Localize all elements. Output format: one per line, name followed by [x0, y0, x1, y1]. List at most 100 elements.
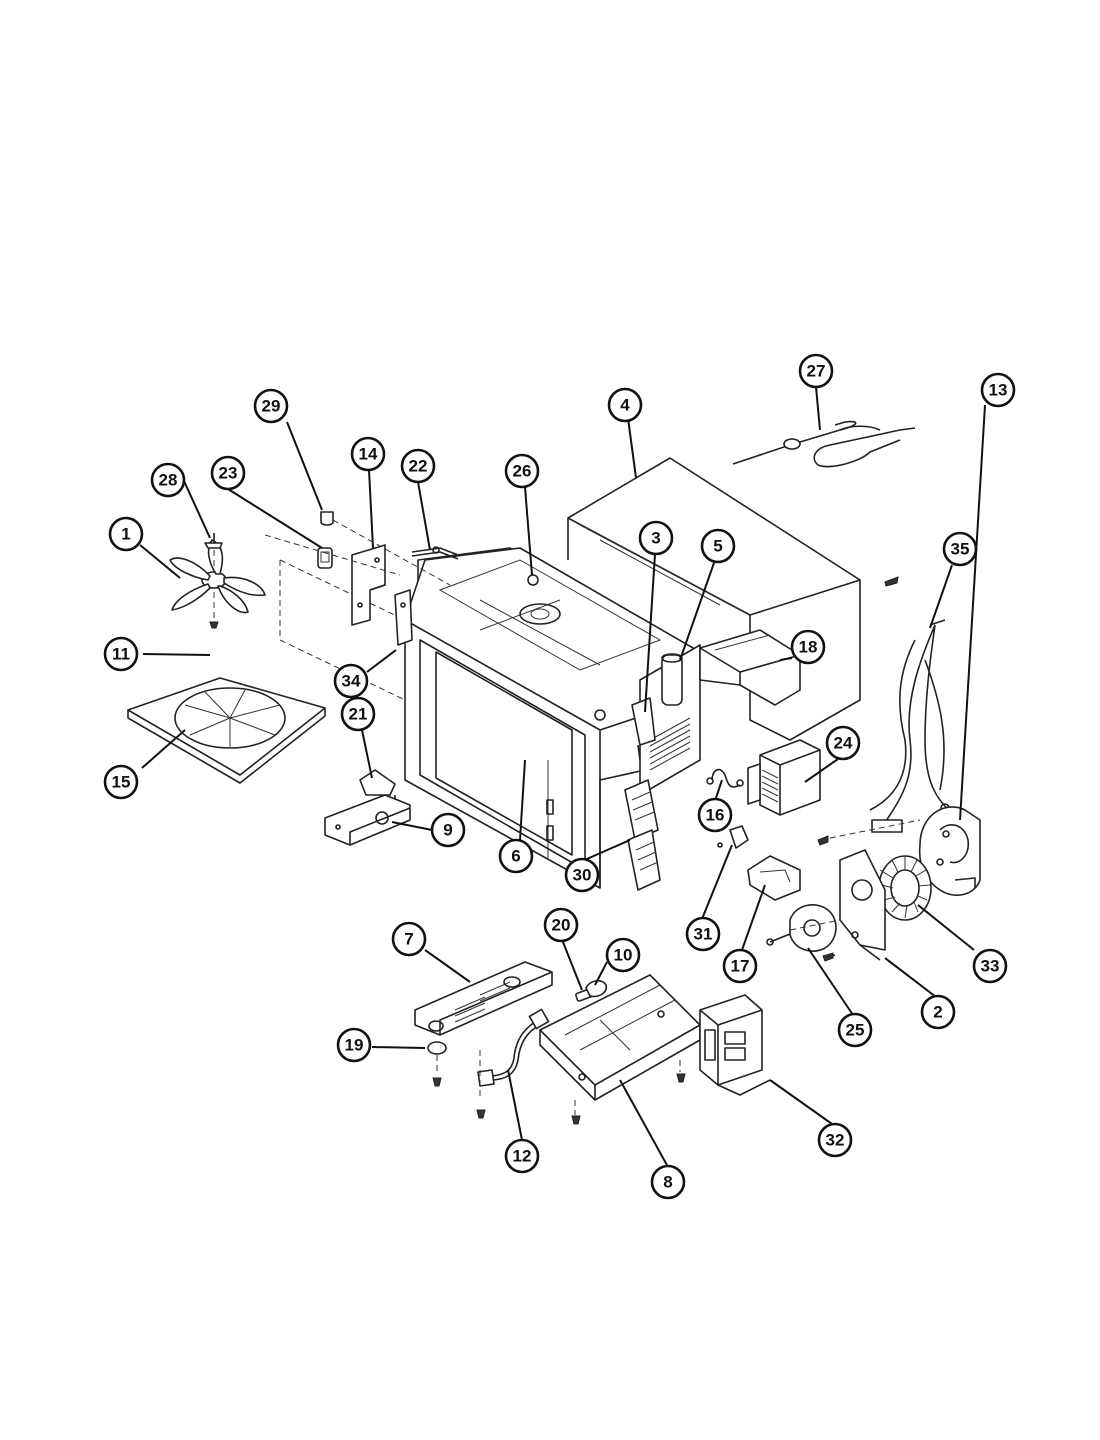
base-plate-left-drawing: [414, 961, 553, 1036]
hinge-bracket-drawing: [351, 544, 386, 626]
callout-10-label: 10: [614, 946, 633, 965]
callout-22-label: 22: [409, 457, 428, 476]
callout-15-label: 15: [112, 773, 131, 792]
callout-12-circle: [504, 1138, 540, 1174]
callout-24-label: 24: [834, 734, 853, 753]
interlock-switch-drawing: [631, 697, 656, 761]
callout-4-label: 4: [620, 396, 630, 415]
transformer-drawing: [699, 994, 771, 1096]
callout-19: 19: [336, 1027, 372, 1063]
callout-9-circle: [430, 812, 466, 848]
callout-3-label: 3: [651, 529, 660, 548]
bracket-small-drawing: [747, 855, 801, 901]
callout-33-label: 33: [981, 957, 1000, 976]
callout-10-circle: [605, 937, 641, 973]
hinge-drawing: [394, 589, 413, 646]
foot-drawing: [427, 1041, 447, 1087]
callout-5: 5: [700, 528, 736, 564]
callout-26-label: 26: [513, 462, 532, 481]
callout-20-circle: [543, 907, 579, 943]
callout-27-circle: [798, 353, 834, 389]
callout-25: 25: [837, 1012, 873, 1048]
callout-6-circle: [498, 838, 534, 874]
callout-6: 6: [498, 838, 534, 874]
oven-cavity-frame-drawing: [279, 547, 701, 889]
callout-7: 7: [391, 921, 427, 957]
callout-9: 9: [430, 812, 466, 848]
callout-34-label: 34: [342, 672, 361, 691]
callout-1-circle: [108, 516, 144, 552]
lamp-socket-drawing: [317, 547, 333, 569]
callout-33-circle: [972, 948, 1008, 984]
callout-18-label: 18: [799, 638, 818, 657]
callout-25-circle: [837, 1012, 873, 1048]
callout-32: 32: [817, 1122, 853, 1158]
callout-8: 8: [650, 1164, 686, 1200]
callout-28: 28: [150, 462, 186, 498]
capacitor-drawing: [661, 653, 683, 706]
callout-32-label: 32: [826, 1131, 845, 1150]
callout-28-label: 28: [159, 471, 178, 490]
callout-33: 33: [972, 948, 1008, 984]
callout-32-circle: [817, 1122, 853, 1158]
callout-23-label: 23: [219, 464, 238, 483]
diode-lead-drawing: [706, 768, 744, 788]
motor-bracket-drawing: [839, 849, 886, 961]
callout-7-circle: [391, 921, 427, 957]
power-cord-drawing: [476, 1008, 550, 1119]
callout-21: 21: [340, 696, 376, 732]
callout-20: 20: [543, 907, 579, 943]
callout-17-label: 17: [731, 957, 750, 976]
callout-30-circle: [564, 857, 600, 893]
screws: [817, 576, 899, 962]
callout-24-circle: [825, 725, 861, 761]
callout-13-label: 13: [989, 381, 1008, 400]
callout-22-circle: [400, 448, 436, 484]
callout-30-label: 30: [573, 866, 592, 885]
callout-17: 17: [722, 948, 758, 984]
callout-31-label: 31: [694, 925, 713, 944]
callout-4-circle: [607, 387, 643, 423]
callout-1-label: 1: [121, 525, 130, 544]
callout-23: 23: [210, 455, 246, 491]
blower-housing-drawing: [918, 806, 981, 896]
fan-shroud-drawing: [127, 677, 326, 784]
callout-27: 27: [798, 353, 834, 389]
air-guide-drawing: [699, 629, 801, 706]
part-drawings: [127, 420, 981, 1125]
callout-21-label: 21: [349, 705, 368, 724]
lamp-drawing: [320, 511, 451, 586]
callout-11-label: 11: [112, 645, 130, 664]
callout-13-circle: [980, 372, 1016, 408]
callout-29: 29: [253, 388, 289, 424]
callout-31: 31: [685, 916, 721, 952]
callout-10: 10: [605, 937, 641, 973]
callout-2: 2: [920, 994, 956, 1030]
callout-35: 35: [942, 531, 978, 567]
spring-clip-drawing: [411, 546, 459, 560]
clip-drawing: [585, 979, 608, 998]
callout-2-label: 2: [933, 1003, 942, 1022]
blower-motor-drawing: [766, 904, 837, 959]
thermal-probe-drawing: [732, 420, 916, 468]
fan-blade-drawing: [169, 539, 266, 614]
callout-29-circle: [253, 388, 289, 424]
thermostat-drawing: [717, 825, 749, 849]
callout-19-circle: [336, 1027, 372, 1063]
callout-26: 26: [504, 453, 540, 489]
callout-18-circle: [790, 629, 826, 665]
callout-14-label: 14: [359, 445, 378, 464]
callout-19-label: 19: [345, 1036, 364, 1055]
callout-1: 1: [108, 516, 144, 552]
latch-bracket-drawing: [324, 794, 411, 846]
callout-15-circle: [103, 764, 139, 800]
callout-13: 13: [980, 372, 1016, 408]
callout-11: 11: [103, 636, 139, 672]
callout-4: 4: [607, 387, 643, 423]
callout-18: 18: [790, 629, 826, 665]
callout-16-circle: [697, 797, 733, 833]
callout-25-label: 25: [846, 1021, 865, 1040]
callout-34: 34: [333, 663, 369, 699]
callout-16-label: 16: [706, 806, 725, 825]
